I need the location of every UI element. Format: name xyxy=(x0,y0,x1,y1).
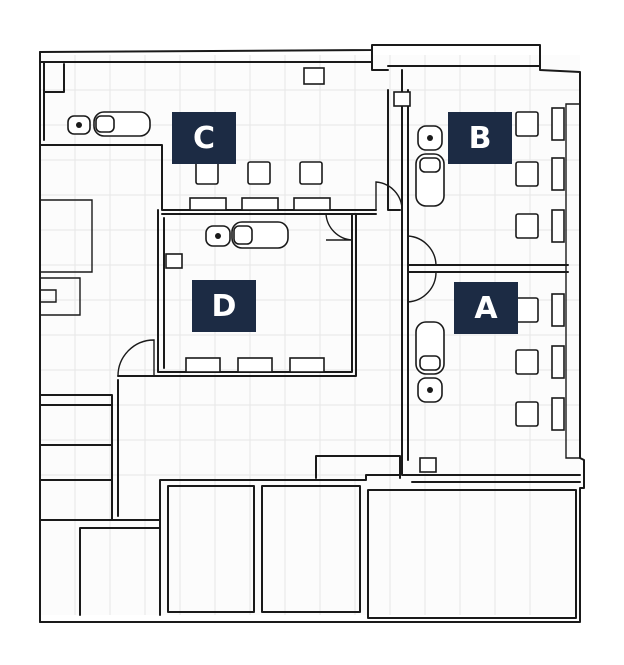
room-c-furniture xyxy=(67,67,331,211)
sink-icon xyxy=(165,253,183,269)
lower-walls xyxy=(39,199,577,619)
counter-icon xyxy=(551,107,565,141)
sink-icon xyxy=(393,91,411,107)
door-swing-icon xyxy=(117,339,155,377)
room-label-b[interactable]: B xyxy=(448,112,512,164)
chair-icon xyxy=(515,297,539,323)
treatment-chair-icon xyxy=(415,321,445,375)
outer-walls xyxy=(39,44,585,623)
sink-icon xyxy=(419,457,437,473)
counter-icon xyxy=(551,293,565,327)
room-label-c-text: C xyxy=(192,120,216,156)
counter-icon xyxy=(189,197,227,211)
sink-icon xyxy=(303,67,325,85)
room-label-d-text: D xyxy=(211,288,237,324)
chair-icon xyxy=(247,161,271,185)
room-a-furniture xyxy=(415,293,565,473)
counter-icon xyxy=(551,157,565,191)
counter-icon xyxy=(551,209,565,243)
sink-icon xyxy=(205,225,231,247)
chair-icon xyxy=(515,213,539,239)
door-swing-icon xyxy=(407,271,437,303)
treatment-chair-icon xyxy=(415,153,445,207)
chair-icon xyxy=(515,111,539,137)
chair-icon xyxy=(515,349,539,375)
room-d-furniture xyxy=(165,221,325,373)
counter-icon xyxy=(237,357,273,373)
sink-icon xyxy=(67,115,91,135)
door-swing-icon xyxy=(375,181,403,211)
treatment-chair-icon xyxy=(93,111,151,137)
counter-icon xyxy=(289,357,325,373)
room-label-b-text: B xyxy=(468,120,492,156)
room-b-furniture xyxy=(393,91,565,243)
sink-icon xyxy=(417,125,443,151)
room-label-a[interactable]: A xyxy=(454,282,518,334)
chair-icon xyxy=(515,401,539,427)
counter-icon xyxy=(551,345,565,379)
door-swing-icon xyxy=(407,235,437,266)
chair-icon xyxy=(515,161,539,187)
counter-icon xyxy=(551,397,565,431)
room-label-c[interactable]: C xyxy=(172,112,236,164)
sink-icon xyxy=(417,377,443,403)
chair-icon xyxy=(195,161,219,185)
counter-icon xyxy=(241,197,279,211)
counter-icon xyxy=(185,357,221,373)
room-label-d[interactable]: D xyxy=(192,280,256,332)
chair-icon xyxy=(299,161,323,185)
counter-icon xyxy=(293,197,331,211)
door-swing-icon xyxy=(325,213,353,241)
room-label-a-text: A xyxy=(474,290,498,326)
door-swings xyxy=(117,181,437,377)
treatment-chair-icon xyxy=(231,221,289,249)
